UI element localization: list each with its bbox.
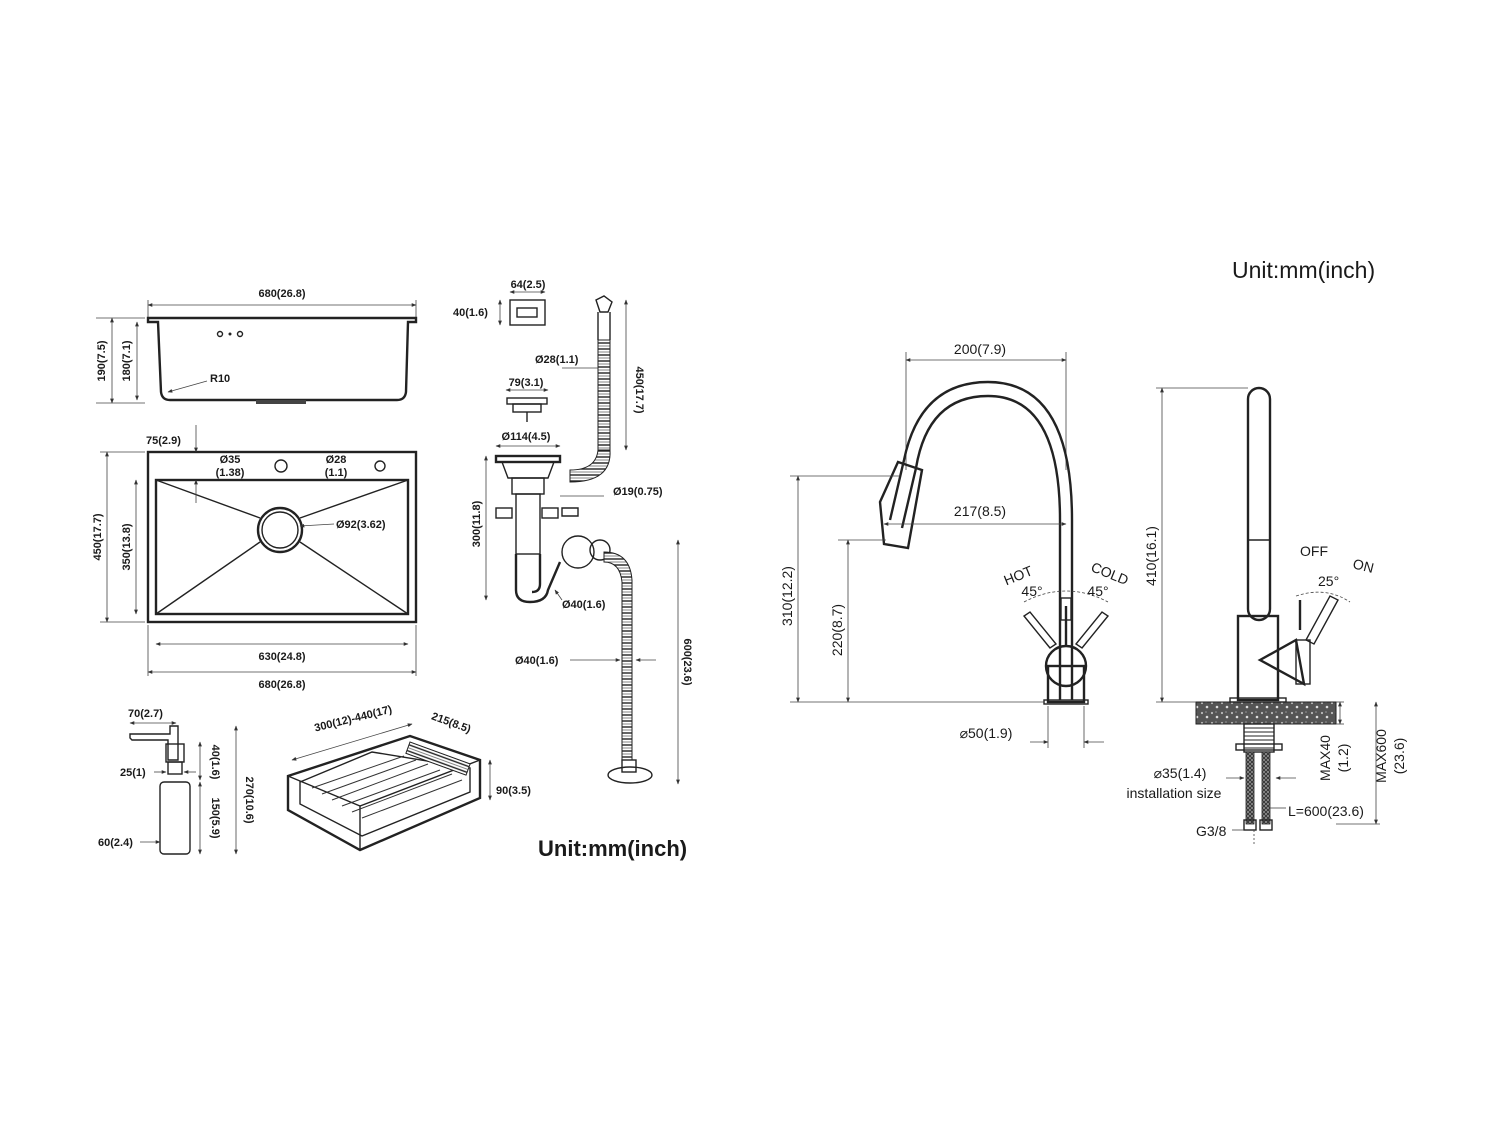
hose-length-label: 450(17.7) bbox=[633, 366, 645, 413]
drain-basket: 300(12)-440(17) 215(8.5) 90(3.5) bbox=[286, 704, 531, 852]
hole2-diameter: Ø28 bbox=[326, 454, 347, 466]
sink-width-label: 680(26.8) bbox=[258, 288, 305, 300]
bottle-height-label: 150(5.9) bbox=[209, 798, 221, 839]
drain-hose: Ø40(1.6) 600(23.6) bbox=[515, 539, 693, 785]
bottle-diameter-label: 60(2.4) bbox=[98, 837, 133, 849]
hot-angle-label: 45° bbox=[1021, 583, 1042, 599]
drain-diameter-label: Ø92(3.62) bbox=[336, 519, 386, 531]
faucet-front-view: 200(7.9) 217(8.5) HOT COLD 45° 45° 310(1… bbox=[779, 341, 1131, 748]
overflow-width-label: 64(2.5) bbox=[511, 279, 546, 291]
spout-length-label: 70(2.7) bbox=[128, 708, 163, 720]
basket-height-label: 90(3.5) bbox=[496, 785, 531, 797]
spout-height-label: 220(8.7) bbox=[829, 604, 845, 656]
right-unit-label: Unit:mm(inch) bbox=[1232, 257, 1375, 283]
inner-height-label: 350(13.8) bbox=[121, 523, 133, 570]
max-deck-inch: (1.2) bbox=[1335, 744, 1351, 773]
trap-diameter-label: Ø40(1.6) bbox=[562, 599, 606, 611]
neck-label: 25(1) bbox=[120, 767, 146, 779]
sink-side-view: 680(26.8) 190(7.5) 180(7.1) R10 bbox=[96, 288, 418, 404]
faucet-side-view: OFF ON 25° 410(16.1) MAX40 (1.2) MAX600 … bbox=[1127, 386, 1407, 846]
outer-width-label: 680(26.8) bbox=[258, 679, 305, 691]
max-hose-label: MAX600 bbox=[1373, 729, 1389, 783]
lever-angle-label: 25° bbox=[1318, 573, 1339, 589]
basket-length-label: 300(12)-440(17) bbox=[313, 704, 393, 735]
sink-top-view: 75(2.9) Ø35 (1.38) Ø28 (1.1) Ø92(3.62) 4… bbox=[92, 425, 418, 691]
faucet-height-label: 310(12.2) bbox=[779, 566, 795, 626]
spout-reach-label: 217(8.5) bbox=[954, 503, 1006, 519]
overflow-hose: Ø28(1.1) 450(17.7) bbox=[535, 295, 645, 483]
overflow-cover: 64(2.5) 40(1.6) bbox=[453, 279, 546, 326]
hose-length-label-right: L=600(23.6) bbox=[1288, 803, 1364, 819]
cold-angle-label: 45° bbox=[1087, 583, 1108, 599]
side-height-label: 410(16.1) bbox=[1143, 526, 1159, 586]
outer-height-label: 450(17.7) bbox=[92, 513, 104, 560]
faucet-reach-label: 200(7.9) bbox=[954, 341, 1006, 357]
soap-dispenser: 70(2.7) 25(1) 40(1.6) 150(5.9) 270(10.6)… bbox=[98, 708, 255, 855]
strainer-top-label: 79(3.1) bbox=[509, 377, 544, 389]
off-label: OFF bbox=[1300, 543, 1328, 559]
hole2-inch: (1.1) bbox=[325, 467, 348, 479]
sink-height-label: 190(7.5) bbox=[96, 340, 108, 381]
basket-width-label: 215(8.5) bbox=[430, 711, 473, 736]
hole1-diameter: Ø35 bbox=[220, 454, 241, 466]
base-diameter-label: ⌀50(1.9) bbox=[960, 725, 1013, 741]
strainer-height-label: 300(11.8) bbox=[471, 500, 483, 547]
side-inlet-label: Ø19(0.75) bbox=[613, 486, 663, 498]
drain-hose-diameter-label: Ø40(1.6) bbox=[515, 655, 559, 667]
on-label: ON bbox=[1351, 555, 1375, 576]
strainer-assembly: 79(3.1) Ø114(4.5) Ø19(0.75) 300(11.8) Ø4… bbox=[471, 377, 663, 611]
hole1-inch: (1.38) bbox=[216, 467, 245, 479]
install-size-label: installation size bbox=[1127, 785, 1222, 801]
overflow-height-label: 40(1.6) bbox=[453, 307, 488, 319]
strainer-body-label: Ø114(4.5) bbox=[502, 431, 551, 443]
inner-width-label: 630(24.8) bbox=[258, 651, 305, 663]
max-hose-inch: (23.6) bbox=[1391, 738, 1407, 775]
sink-depth-label: 180(7.1) bbox=[121, 340, 133, 381]
radius-label: R10 bbox=[210, 373, 230, 385]
thread-label: G3/8 bbox=[1196, 823, 1227, 839]
install-diameter-label: ⌀35(1.4) bbox=[1154, 765, 1207, 781]
hose-diameter-label: Ø28(1.1) bbox=[535, 354, 579, 366]
hole-offset-label: 75(2.9) bbox=[146, 435, 181, 447]
drain-hose-length-label: 600(23.6) bbox=[681, 638, 693, 685]
max-deck-label: MAX40 bbox=[1317, 735, 1333, 781]
top-height-label: 40(1.6) bbox=[209, 745, 221, 780]
left-unit-label: Unit:mm(inch) bbox=[538, 836, 687, 861]
total-height-label: 270(10.6) bbox=[243, 776, 255, 823]
